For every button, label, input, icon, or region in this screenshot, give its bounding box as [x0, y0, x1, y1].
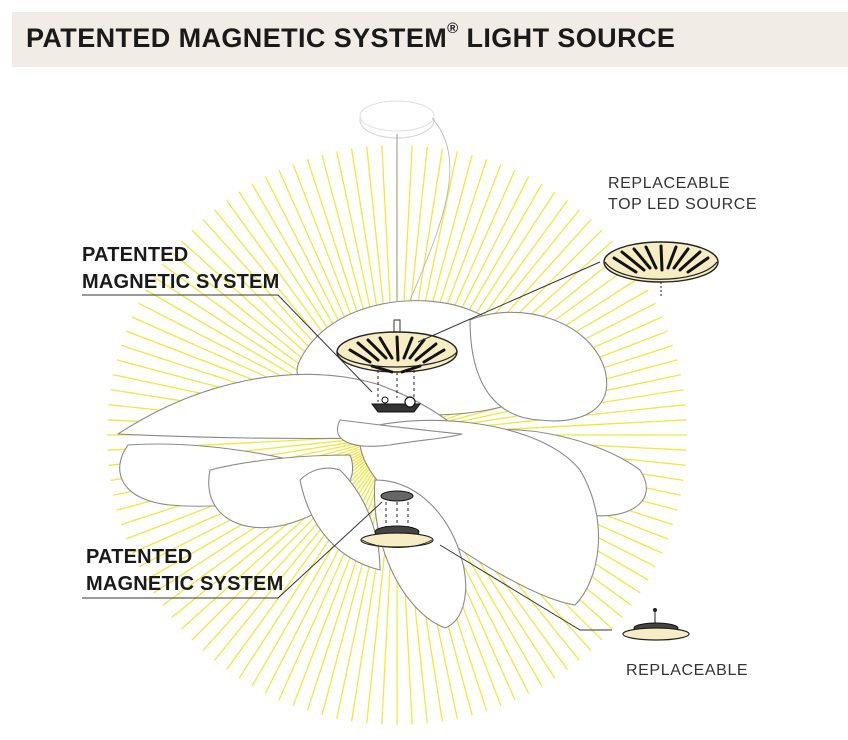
replaceable-bottom-led: [622, 608, 690, 641]
callout-upper-line2: MAGNETIC SYSTEM: [82, 271, 280, 293]
leader-lines: [82, 261, 612, 631]
page-title: PATENTED MAGNETIC SYSTEM® LIGHT SOURCE: [26, 20, 676, 54]
callout-bottom: REPLACEABLE: [626, 660, 748, 681]
callout-top-led-line1: REPLACEABLE: [608, 175, 731, 192]
callout-top-led: REPLACEABLE TOP LED SOURCE: [608, 173, 757, 215]
registered-mark: ®: [447, 20, 459, 37]
callout-lower-line1: PATENTED: [86, 546, 193, 568]
callout-bottom-line1: REPLACEABLE: [626, 662, 749, 679]
callout-lower-magnetic: PATENTED MAGNETIC SYSTEM: [86, 544, 283, 598]
callout-upper-magnetic: PATENTED MAGNETIC SYSTEM: [82, 242, 279, 296]
lower-led-dish: [360, 490, 434, 548]
callout-upper-line1: PATENTED: [82, 244, 189, 266]
title-tail: LIGHT SOURCE: [458, 23, 676, 53]
replaceable-top-led: [603, 241, 719, 296]
lamp-petals: [117, 300, 647, 629]
ceiling-canopy: [359, 100, 451, 330]
title-bar: PATENTED MAGNETIC SYSTEM® LIGHT SOURCE: [12, 12, 848, 67]
callout-lower-line2: MAGNETIC SYSTEM: [86, 573, 284, 595]
title-main: PATENTED MAGNETIC SYSTEM: [26, 23, 448, 53]
upper-led-dish: [336, 319, 458, 413]
light-ray: [306, 472, 386, 712]
callout-top-led-line2: TOP LED SOURCE: [608, 196, 758, 213]
